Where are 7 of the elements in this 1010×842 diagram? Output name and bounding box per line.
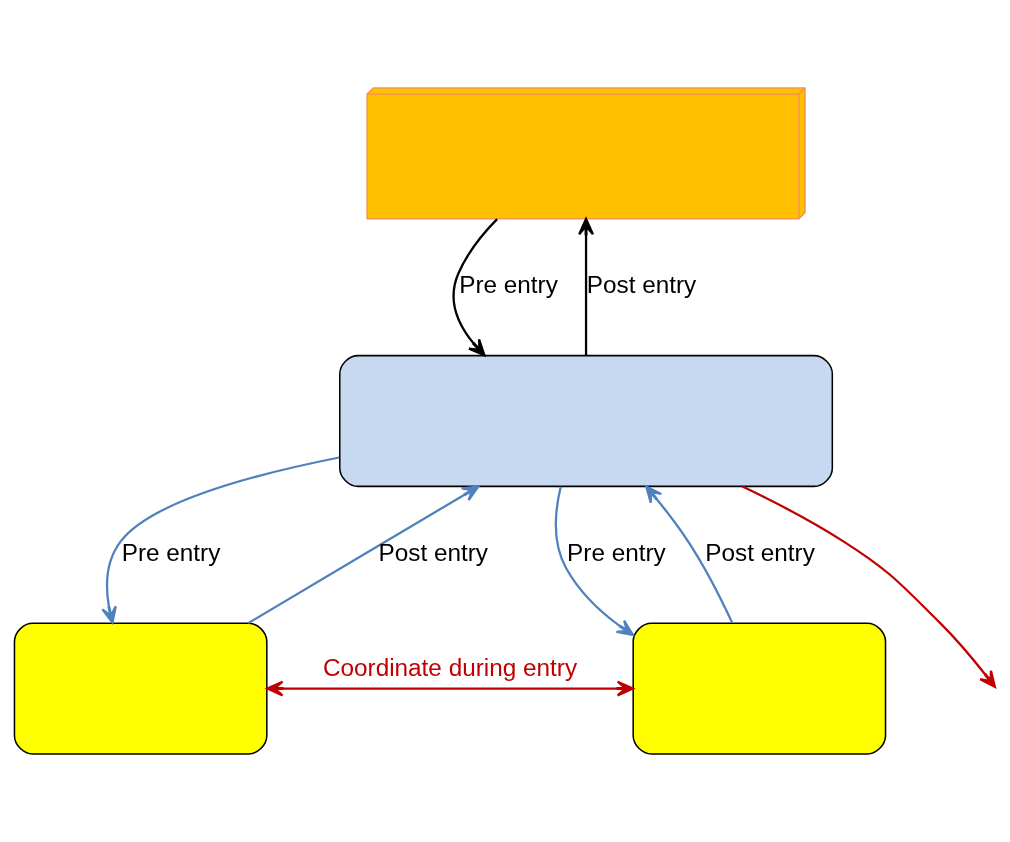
edge-label: Pre entry — [567, 538, 666, 566]
edge-label: Post entry — [586, 271, 697, 298]
edge-label: Coordinate during entry — [322, 654, 578, 682]
edge-label: Pre entry — [121, 538, 221, 566]
edge-label: Post entry — [705, 538, 815, 566]
edge-label: Post entry — [378, 538, 489, 566]
edge-label: Pre entry — [459, 271, 558, 298]
